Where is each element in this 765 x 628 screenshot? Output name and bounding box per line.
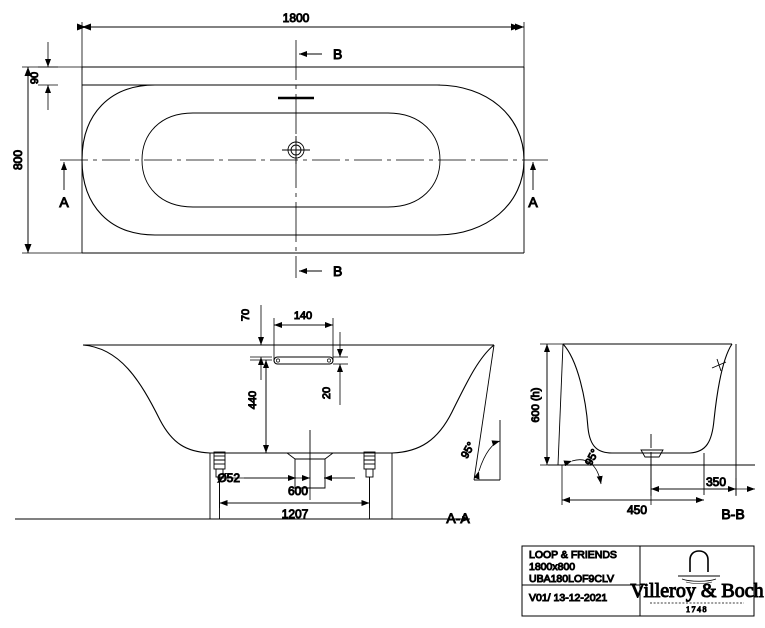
aa-base <box>15 453 470 520</box>
brand-logo-icon <box>678 550 720 584</box>
dim-aa-depth-label: 440 <box>247 391 259 409</box>
dim-plan-width-label: 1800 <box>283 11 310 25</box>
dim-bb-center <box>561 465 704 505</box>
aa-waste-pipe <box>285 430 335 489</box>
brand-name: Villeroy & Boch <box>630 580 763 602</box>
aa-angle-detail <box>473 344 501 481</box>
title-block-revision: V01/ 13-12-2021 <box>529 592 607 604</box>
dim-aa-overflow-width-label: 140 <box>294 310 312 322</box>
title-block-size: 1800x800 <box>529 561 575 573</box>
plan-tub-inner <box>141 112 441 208</box>
aa-tub-profile <box>82 344 495 454</box>
bb-waste <box>640 434 664 465</box>
title-block-product: LOOP & FRIENDS <box>529 549 617 561</box>
section-marker-b-bottom-label: B <box>333 263 342 279</box>
plan-view: 1800 800 90 A A <box>11 11 548 280</box>
dim-aa-waste-offset <box>219 475 355 500</box>
dim-plan-height-label: 800 <box>11 150 25 170</box>
aa-overflow-fitting <box>273 356 334 365</box>
dim-plan-rim <box>38 42 58 110</box>
bb-base <box>548 344 755 495</box>
bb-tub-profile <box>562 343 733 454</box>
dim-aa-depth <box>250 359 272 454</box>
dim-bb-edge <box>650 478 755 496</box>
dim-plan-rim-label: 90 <box>29 72 41 84</box>
brand-year: 1748 <box>686 605 708 614</box>
title-block-article: UBA180LOF9CLV <box>529 573 614 585</box>
dim-bb-height <box>540 343 566 466</box>
title-block-frame <box>521 545 755 617</box>
section-marker-a-left-label: A <box>59 194 69 210</box>
dim-aa-overflow-height-label: 20 <box>321 387 333 399</box>
dim-aa-angle-label: 95° <box>459 440 478 460</box>
dim-aa-overflow-width <box>273 318 334 360</box>
dim-aa-overflow-top <box>250 305 272 380</box>
bb-outer-wall <box>557 343 564 466</box>
dim-aa-feet-span-label: 1207 <box>282 507 309 521</box>
section-marker-a-right-label: A <box>528 194 538 210</box>
dim-aa-feet-span <box>219 477 370 508</box>
dim-bb-edge-label: 350 <box>706 475 726 489</box>
section-marker-b-top-label: B <box>333 46 342 62</box>
dim-aa-overflow-top-label: 70 <box>240 309 252 321</box>
dim-bb-height-label: 600 (h) <box>530 388 542 423</box>
section-aa-label: A-A <box>446 510 470 526</box>
plan-tub-outer <box>81 84 525 236</box>
dim-aa-waste-offset-label: 600 <box>288 484 308 498</box>
section-b-b: 600 (h) 95° 450 350 B-B <box>530 343 755 523</box>
bb-angle-detail <box>563 459 603 485</box>
section-bb-label: B-B <box>721 506 744 522</box>
dim-bb-center-label: 450 <box>627 503 647 517</box>
bb-wall-tick <box>711 358 727 372</box>
dim-plan-width <box>77 22 525 70</box>
section-a-a: 70 140 20 440 Ø <box>15 305 501 527</box>
dim-aa-overflow-height <box>333 332 348 405</box>
plan-centerlines <box>60 40 548 278</box>
title-block: LOOP & FRIENDS 1800x800 UBA180LOF9CLV V0… <box>521 545 764 617</box>
